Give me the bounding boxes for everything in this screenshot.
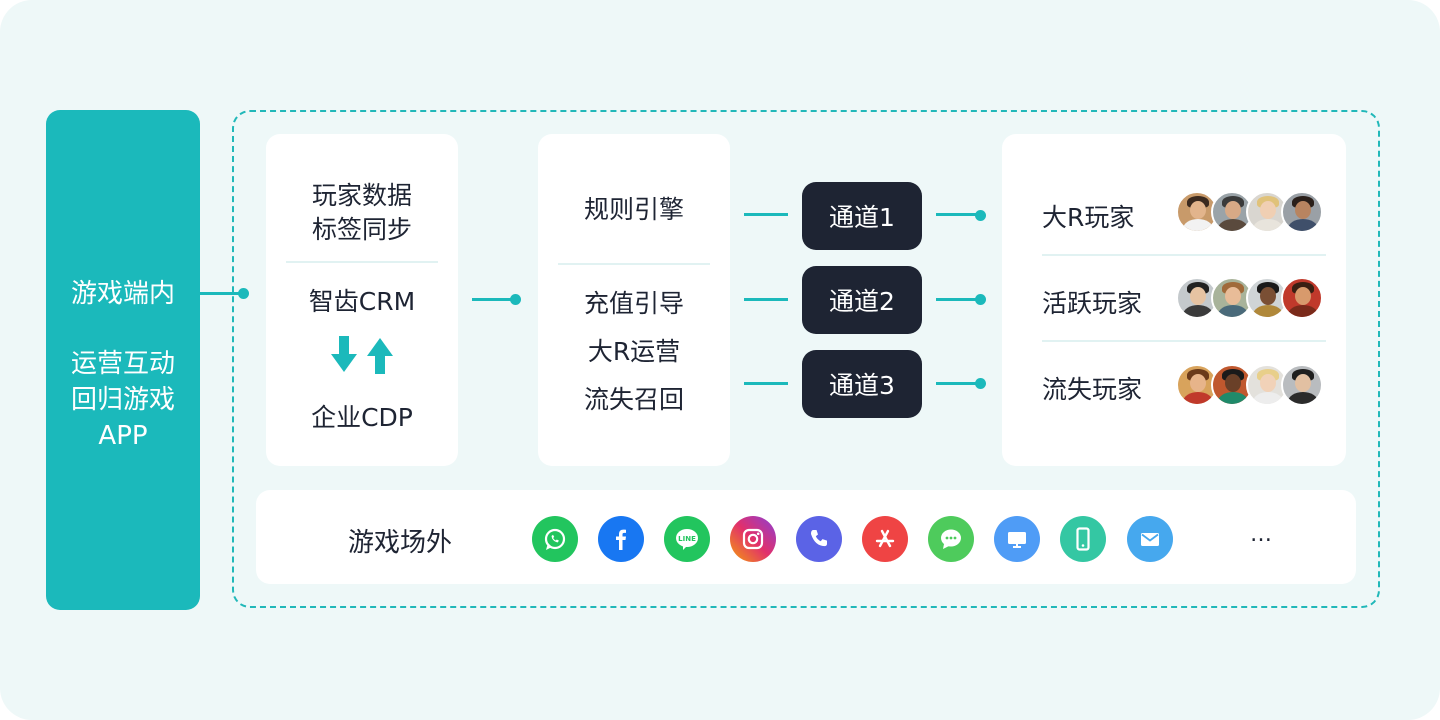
- mobile-icon: [1060, 516, 1106, 562]
- connector-left: [200, 292, 242, 295]
- rule-item: 大R运营: [587, 337, 681, 366]
- player-data-card: [266, 134, 458, 466]
- data-title-line2: 标签同步: [311, 215, 412, 244]
- avatar: [1211, 277, 1253, 319]
- connector-channel-3-in: [744, 382, 788, 385]
- sync-arrows-icon: [331, 336, 393, 374]
- connector-data-rules-dot: [510, 294, 521, 305]
- avatar-group: [1176, 277, 1326, 321]
- player-segment-label: 流失玩家: [1042, 375, 1143, 404]
- app-store-icon: [862, 516, 908, 562]
- rules-engine-title: 规则引擎: [583, 195, 684, 224]
- rules-engine-card: [538, 134, 730, 466]
- email-icon: [1127, 516, 1173, 562]
- segment-divider: [1042, 340, 1326, 342]
- player-segment-label: 活跃玩家: [1042, 289, 1143, 318]
- connector-data-rules: [472, 298, 514, 301]
- rule-item: 充值引导: [583, 289, 684, 318]
- crm-label: 智齿CRM: [308, 287, 416, 316]
- app-label: APP: [98, 421, 148, 451]
- svg-text:LINE: LINE: [678, 535, 696, 543]
- in-game-panel: 游戏端内 运营互动 回归游戏 APP: [46, 110, 200, 610]
- data-card-divider: [286, 261, 438, 263]
- avatar: [1246, 277, 1288, 319]
- channel-3: 通道3: [802, 350, 922, 418]
- rule-item: 流失召回: [583, 385, 684, 414]
- connector-channel-3-dot: [975, 378, 986, 389]
- in-game-label: 游戏端内: [70, 279, 175, 309]
- data-title-line1: 玩家数据: [311, 181, 412, 210]
- scope-container: [232, 110, 1380, 608]
- instagram-icon: [730, 516, 776, 562]
- connector-channel-1-out: [936, 213, 980, 216]
- whatsapp-icon: [532, 516, 578, 562]
- avatar: [1281, 191, 1323, 233]
- channel-2: 通道2: [802, 266, 922, 334]
- segment-divider: [1042, 254, 1326, 256]
- avatar-group: [1176, 364, 1326, 408]
- facebook-icon: [598, 516, 644, 562]
- phone-icon: [796, 516, 842, 562]
- connector-channel-1-in: [744, 213, 788, 216]
- connector-channel-2-dot: [975, 294, 986, 305]
- message-icon: [928, 516, 974, 562]
- avatar-group: [1176, 191, 1326, 235]
- desktop-icon: [994, 516, 1040, 562]
- ops-interaction-label: 运营互动: [70, 349, 175, 379]
- connector-left-dot: [238, 288, 249, 299]
- avatar: [1211, 364, 1253, 406]
- connector-channel-2-out: [936, 298, 980, 301]
- player-segment-label: 大R玩家: [1042, 203, 1135, 232]
- connector-channel-1-dot: [975, 210, 986, 221]
- avatar: [1176, 191, 1218, 233]
- avatar: [1281, 364, 1323, 406]
- channel-1: 通道1: [802, 182, 922, 250]
- connector-channel-2-in: [744, 298, 788, 301]
- line-icon: LINE: [664, 516, 710, 562]
- more-channels: …: [1250, 522, 1272, 547]
- rules-card-divider: [558, 263, 710, 265]
- connector-channel-3-out: [936, 382, 980, 385]
- return-game-label: 回归游戏: [70, 385, 175, 415]
- cdp-label: 企业CDP: [311, 403, 413, 432]
- avatar: [1281, 277, 1323, 319]
- outside-game-label: 游戏场外: [347, 528, 452, 558]
